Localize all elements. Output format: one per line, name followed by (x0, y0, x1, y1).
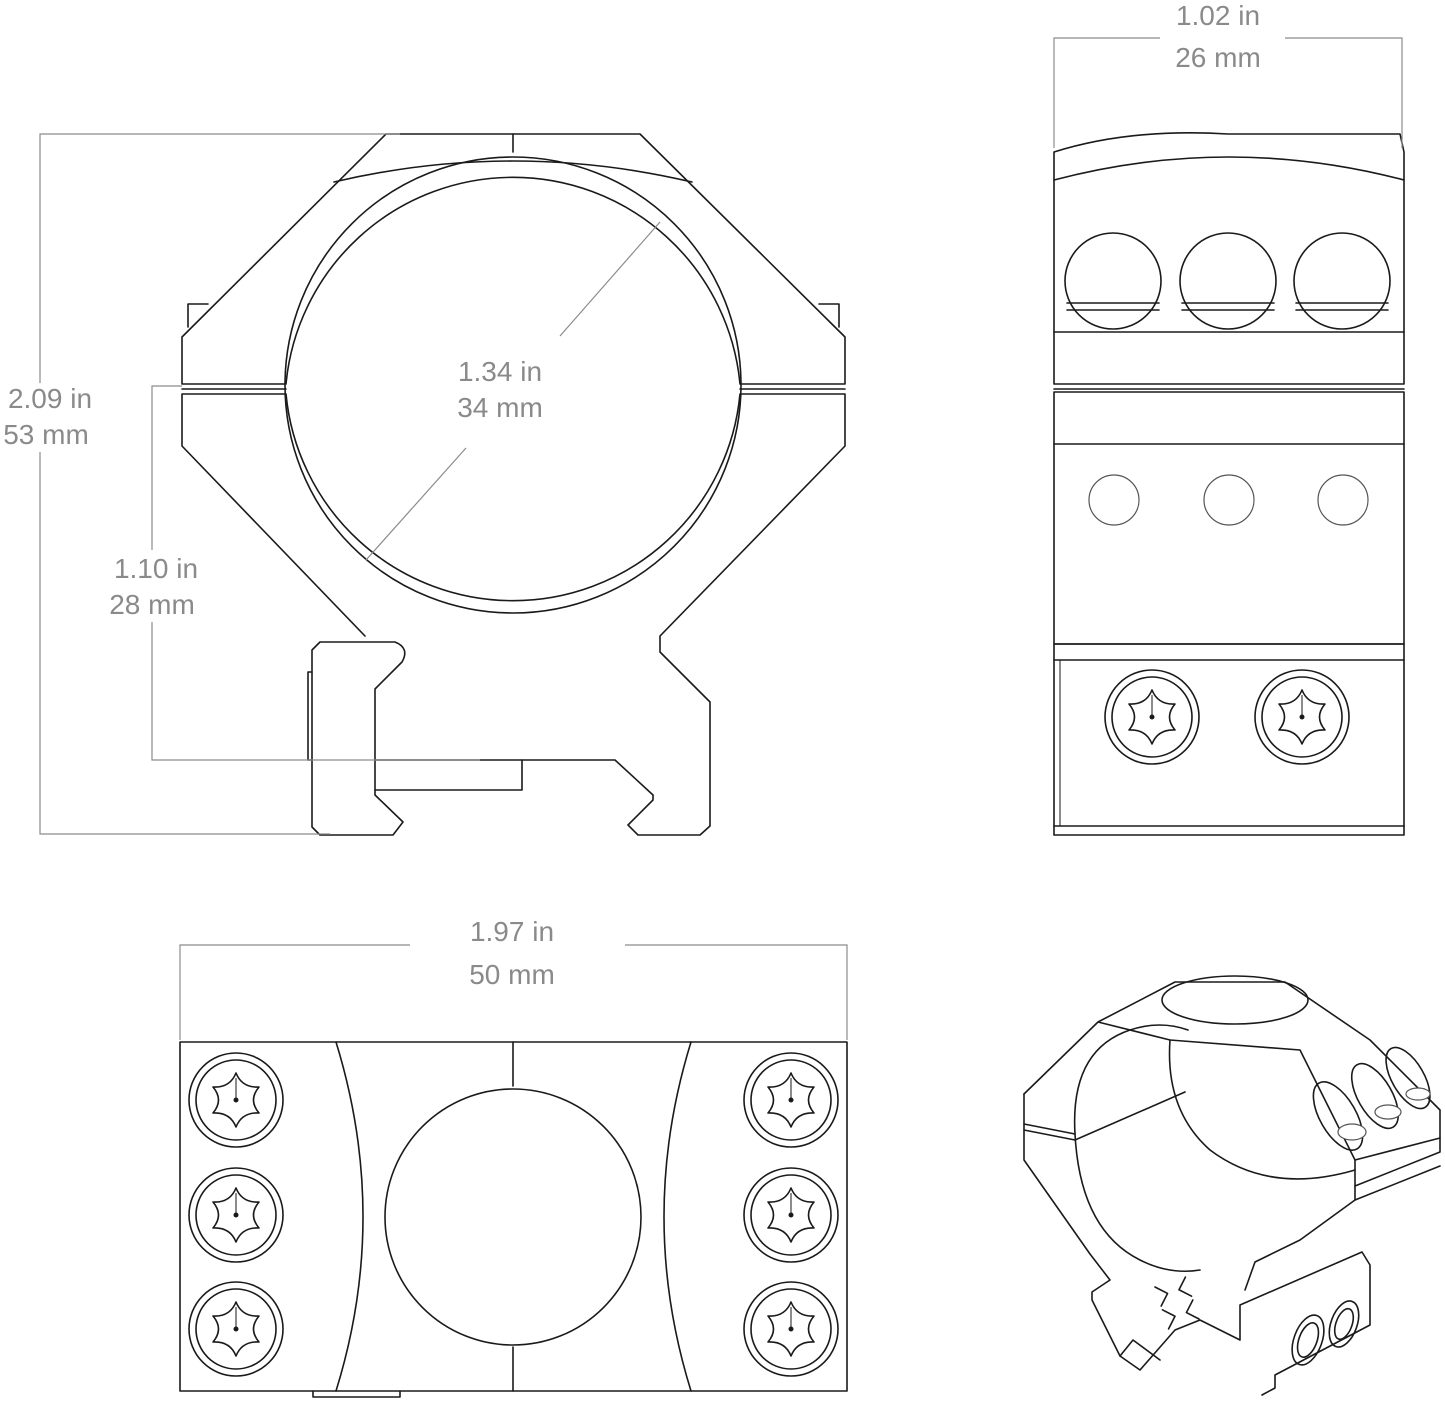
front-upper-cap (181, 133, 846, 385)
length-dimension: 1.97 in 50 mm (179, 916, 848, 1040)
center-height-inches-label: 1.10 in (114, 553, 198, 584)
iso-clamp-screws (1291, 1300, 1360, 1366)
top-screws (188, 1052, 839, 1377)
center-height-mm-label: 28 mm (109, 589, 195, 620)
top-tube-bore (384, 1088, 642, 1346)
isometric-view (1023, 975, 1441, 1396)
front-dimensions: 2.09 in 53 mm 1.10 in 28 mm 1.34 in 34 m… (3, 133, 661, 835)
side-view (1053, 132, 1405, 836)
logo-mark-icon (1154, 1276, 1200, 1330)
width-inches-label: 1.02 in (1176, 0, 1260, 31)
side-screw-holes (1064, 232, 1391, 330)
diameter-mm-label: 34 mm (457, 392, 543, 423)
side-screw-ends (1088, 474, 1369, 526)
iso-screw-holes (1312, 1046, 1431, 1151)
top-view (179, 1041, 848, 1398)
front-base (181, 393, 846, 836)
width-dimension: 1.02 in 26 mm (1053, 0, 1403, 148)
height-inches-label: 2.09 in (8, 383, 92, 414)
length-mm-label: 50 mm (469, 959, 555, 990)
front-tube-bore (284, 156, 742, 614)
front-view (181, 133, 846, 836)
width-mm-label: 26 mm (1175, 42, 1261, 73)
length-inches-label: 1.97 in (470, 916, 554, 947)
height-mm-label: 53 mm (3, 419, 89, 450)
diameter-inches-label: 1.34 in (458, 356, 542, 387)
